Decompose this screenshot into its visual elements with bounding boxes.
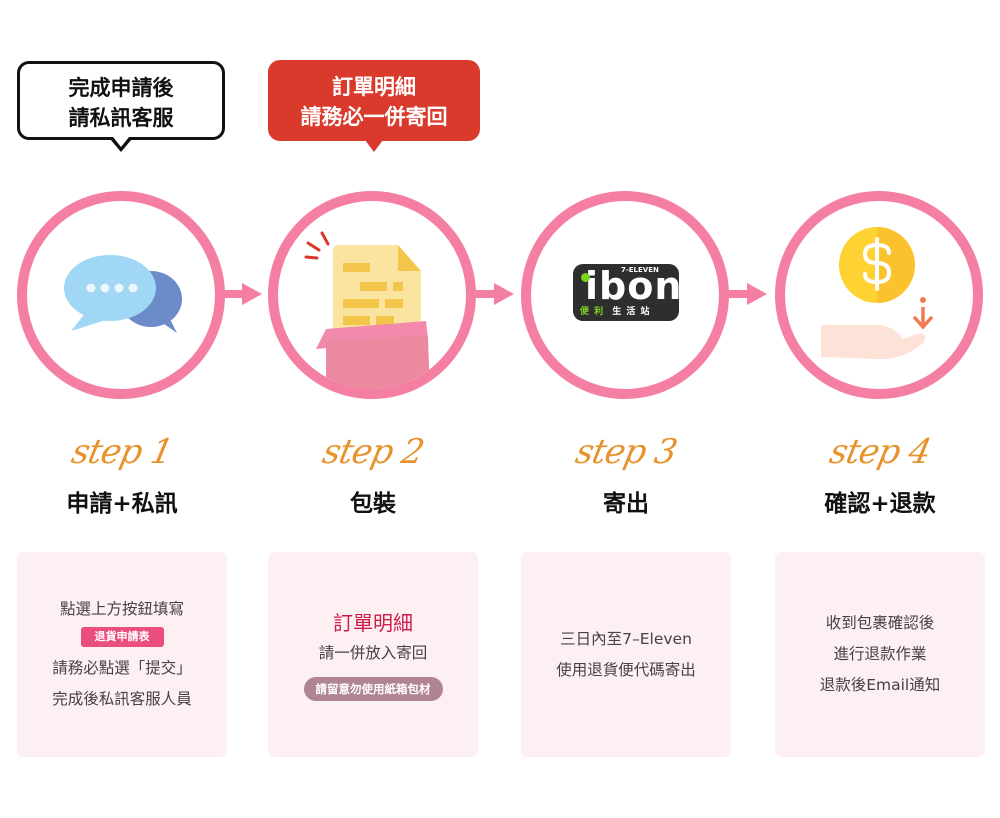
step-1-label: step 1 [68,432,176,472]
card-text: 請務必點選「提交」 [52,659,192,677]
callout-contact-service: 完成申請後 請私訊客服 [17,61,225,152]
step-2-circle [268,191,476,399]
step-3-circle: 7-ELEVEN ibon 便 利 生 活 站 [521,191,729,399]
step-4-label: step 4 [826,432,934,472]
step-2-card: 訂單明細 請一併放入寄回 請留意勿使用紙箱包材 [268,552,478,757]
card-text: 點選上方按鈕填寫 [59,600,184,618]
step-2-label: step 2 [319,432,427,472]
step-3-card: 三日內至7–Eleven 使用退貨便代碼寄出 [521,552,731,757]
logo-green-dot [581,273,590,282]
step-1-title: 申請+私訊 [66,491,178,517]
card-text: 進行退款作業 [833,645,927,663]
logo-sub-white: 生 活 站 [612,307,651,317]
arrow-right-icon [727,283,767,305]
callout-tail [365,140,383,152]
card-text: 完成後私訊客服人員 [52,690,192,708]
return-form-button[interactable]: 退貨申請表 [80,627,164,647]
step-4-title: 確認+退款 [824,491,936,517]
step-4-circle [775,191,983,399]
step-1-circle [17,191,225,399]
card-accent-text: 訂單明細 [333,611,413,635]
callout-line: 完成申請後 [68,76,174,100]
step-3-title: 寄出 [603,491,649,517]
card-text: 退款後Email通知 [819,676,941,694]
arrow-right-icon [474,283,514,305]
logo-brand-top: 7-ELEVEN [621,266,659,274]
callout-order-details: 訂單明細 請務必一併寄回 [268,60,480,152]
card-text: 收到包裹確認後 [825,614,935,632]
step-3-label: step 3 [572,432,680,472]
chat-bubbles-icon [64,255,182,333]
callout-line: 請務必一併寄回 [300,105,448,129]
packaging-note-badge: 請留意勿使用紙箱包材 [303,677,443,701]
card-text: 請一併放入寄回 [318,644,428,662]
callout-line: 訂單明細 [332,75,416,99]
logo-sub-green: 便 利 [580,307,605,317]
arrow-right-icon [222,283,262,305]
callout-line: 請私訊客服 [68,106,174,130]
logo-brand-main: ibon [585,264,683,308]
document-in-box-icon [304,231,430,389]
coin-hand-refund-icon [821,227,933,360]
step-1-card: 點選上方按鈕填寫 退貨申請表 請務必點選「提交」 完成後私訊客服人員 [17,552,227,757]
callout-tail [113,137,129,147]
step-4-card: 收到包裹確認後 進行退款作業 退款後Email通知 [775,552,985,757]
ibon-logo-icon: 7-ELEVEN ibon 便 利 生 活 站 [573,264,683,321]
card-text: 使用退貨便代碼寄出 [556,660,696,679]
card-text: 三日內至7–Eleven [560,629,692,648]
step-2-title: 包裝 [350,491,396,517]
